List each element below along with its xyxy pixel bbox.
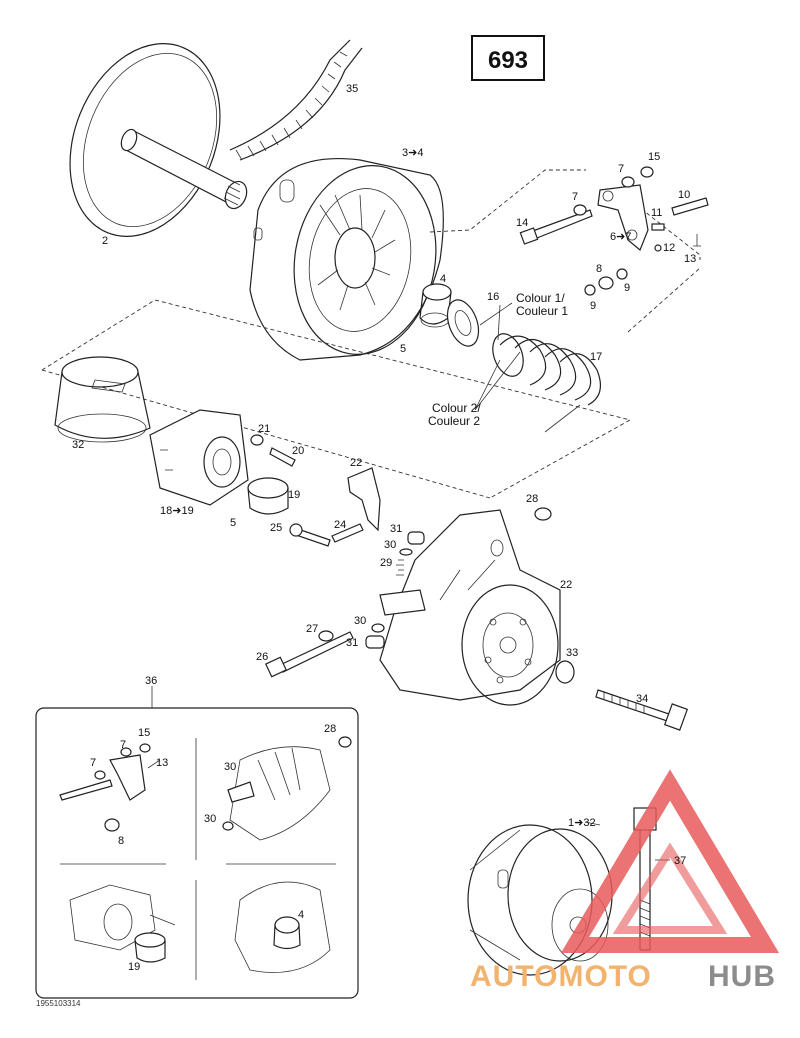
colour1-line1: Colour 1/ xyxy=(516,291,565,305)
callout-24: 24 xyxy=(334,519,346,531)
callout-28b: 28 xyxy=(324,723,336,735)
callout-9a: 9 xyxy=(624,282,630,294)
callout-7b: 7 xyxy=(572,191,578,203)
callout-33: 33 xyxy=(566,647,578,659)
callout-7d: 7 xyxy=(90,757,96,769)
colour1-line2: Couleur 1 xyxy=(516,304,568,318)
cup-part-32 xyxy=(54,356,151,443)
guide-line-middle xyxy=(41,299,632,499)
watermark-text-auto: AUTOMOTO xyxy=(470,960,652,993)
screw-part-25 xyxy=(289,523,331,547)
nut-part-28 xyxy=(534,507,552,521)
callout-7a: 7 xyxy=(618,163,624,175)
callout-13a: 13 xyxy=(684,253,696,265)
callout-19b: 19 xyxy=(128,961,140,973)
callout-7c: 7 xyxy=(120,739,126,751)
callout-6-7: 6➜7 xyxy=(610,231,631,243)
bushing-part-19 xyxy=(247,477,289,515)
bolt-part-26 xyxy=(264,630,354,678)
callout-31b: 31 xyxy=(346,637,358,649)
callout-9b: 9 xyxy=(590,300,596,312)
callout-25: 25 xyxy=(270,522,282,534)
colour2-line1: Colour 2/ xyxy=(432,401,481,415)
callout-22a: 22 xyxy=(350,457,362,469)
callout-1-32: 1➜32 xyxy=(568,817,596,829)
callout-29: 29 xyxy=(380,557,392,569)
drive-belt-part-35 xyxy=(229,39,363,161)
callout-26: 26 xyxy=(256,651,268,663)
callout-8a: 8 xyxy=(596,263,602,275)
fixed-sheave-part-2 xyxy=(69,43,248,237)
spider-part-22 xyxy=(379,509,561,706)
callout-27: 27 xyxy=(306,623,318,635)
callout-30b: 30 xyxy=(354,615,366,627)
screw-part-20 xyxy=(250,434,296,467)
callout-17: 17 xyxy=(590,351,602,363)
spring-part-17 xyxy=(492,333,602,406)
callout-10: 10 xyxy=(678,189,690,201)
callout-5a: 5 xyxy=(400,343,406,355)
watermark-logo: AUTOMOTO HUB xyxy=(470,769,780,993)
callout-31a: 31 xyxy=(390,523,402,535)
roller-parts-29-31 xyxy=(365,531,426,649)
callout-36: 36 xyxy=(145,675,157,687)
callout-35: 35 xyxy=(346,83,358,95)
guide-line-upper xyxy=(429,169,586,233)
callout-16: 16 xyxy=(487,291,499,303)
bolt-part-34 xyxy=(555,660,689,731)
pulley-assembly-part-1 xyxy=(467,824,613,976)
diagram-code: 1955103314 xyxy=(36,999,81,1008)
callout-19a: 19 xyxy=(288,489,300,501)
lever-assembly xyxy=(519,166,709,296)
colour2-line2: Couleur 2 xyxy=(428,414,480,428)
callout-12: 12 xyxy=(663,242,675,254)
callout-labels: 2 35 3➜4 4 5 16 Colour 1/ Couleur 1 17 C… xyxy=(36,83,696,1008)
callout-21: 21 xyxy=(258,423,270,435)
callout-34: 34 xyxy=(636,693,648,705)
movable-sheave-part-3 xyxy=(249,158,444,361)
callout-5b: 5 xyxy=(230,517,236,529)
callout-2: 2 xyxy=(102,235,108,247)
callout-20: 20 xyxy=(292,445,304,457)
callout-37: 37 xyxy=(674,855,686,867)
callout-22b: 22 xyxy=(560,579,572,591)
bushing-part-4 xyxy=(419,283,452,328)
callout-4: 4 xyxy=(440,273,446,285)
callout-30a: 30 xyxy=(384,539,396,551)
callout-3-4: 3➜4 xyxy=(402,147,423,159)
callout-18-19: 18➜19 xyxy=(160,505,194,517)
callout-13b: 13 xyxy=(156,757,168,769)
callout-32: 32 xyxy=(72,439,84,451)
washer-part-16 xyxy=(446,299,480,347)
pin-part-24 xyxy=(331,523,364,543)
watermark-text-hub: HUB xyxy=(708,960,776,993)
callout-8b: 8 xyxy=(118,835,124,847)
roller-housing-part-18 xyxy=(149,409,249,506)
page-number-box: 693 xyxy=(471,35,545,81)
callout-15b: 15 xyxy=(138,727,150,739)
weight-part-22 xyxy=(347,467,381,532)
page-number: 693 xyxy=(488,47,528,74)
callout-14: 14 xyxy=(516,217,528,229)
callout-11: 11 xyxy=(651,207,662,219)
callout-30d: 30 xyxy=(204,813,216,825)
guide-line-upper-right xyxy=(629,199,701,260)
callout-4b: 4 xyxy=(298,909,304,921)
inset-box-36 xyxy=(35,707,359,999)
guide-line-right xyxy=(627,267,701,333)
callout-28a: 28 xyxy=(526,493,538,505)
callout-15a: 15 xyxy=(648,151,660,163)
callout-30c: 30 xyxy=(224,761,236,773)
